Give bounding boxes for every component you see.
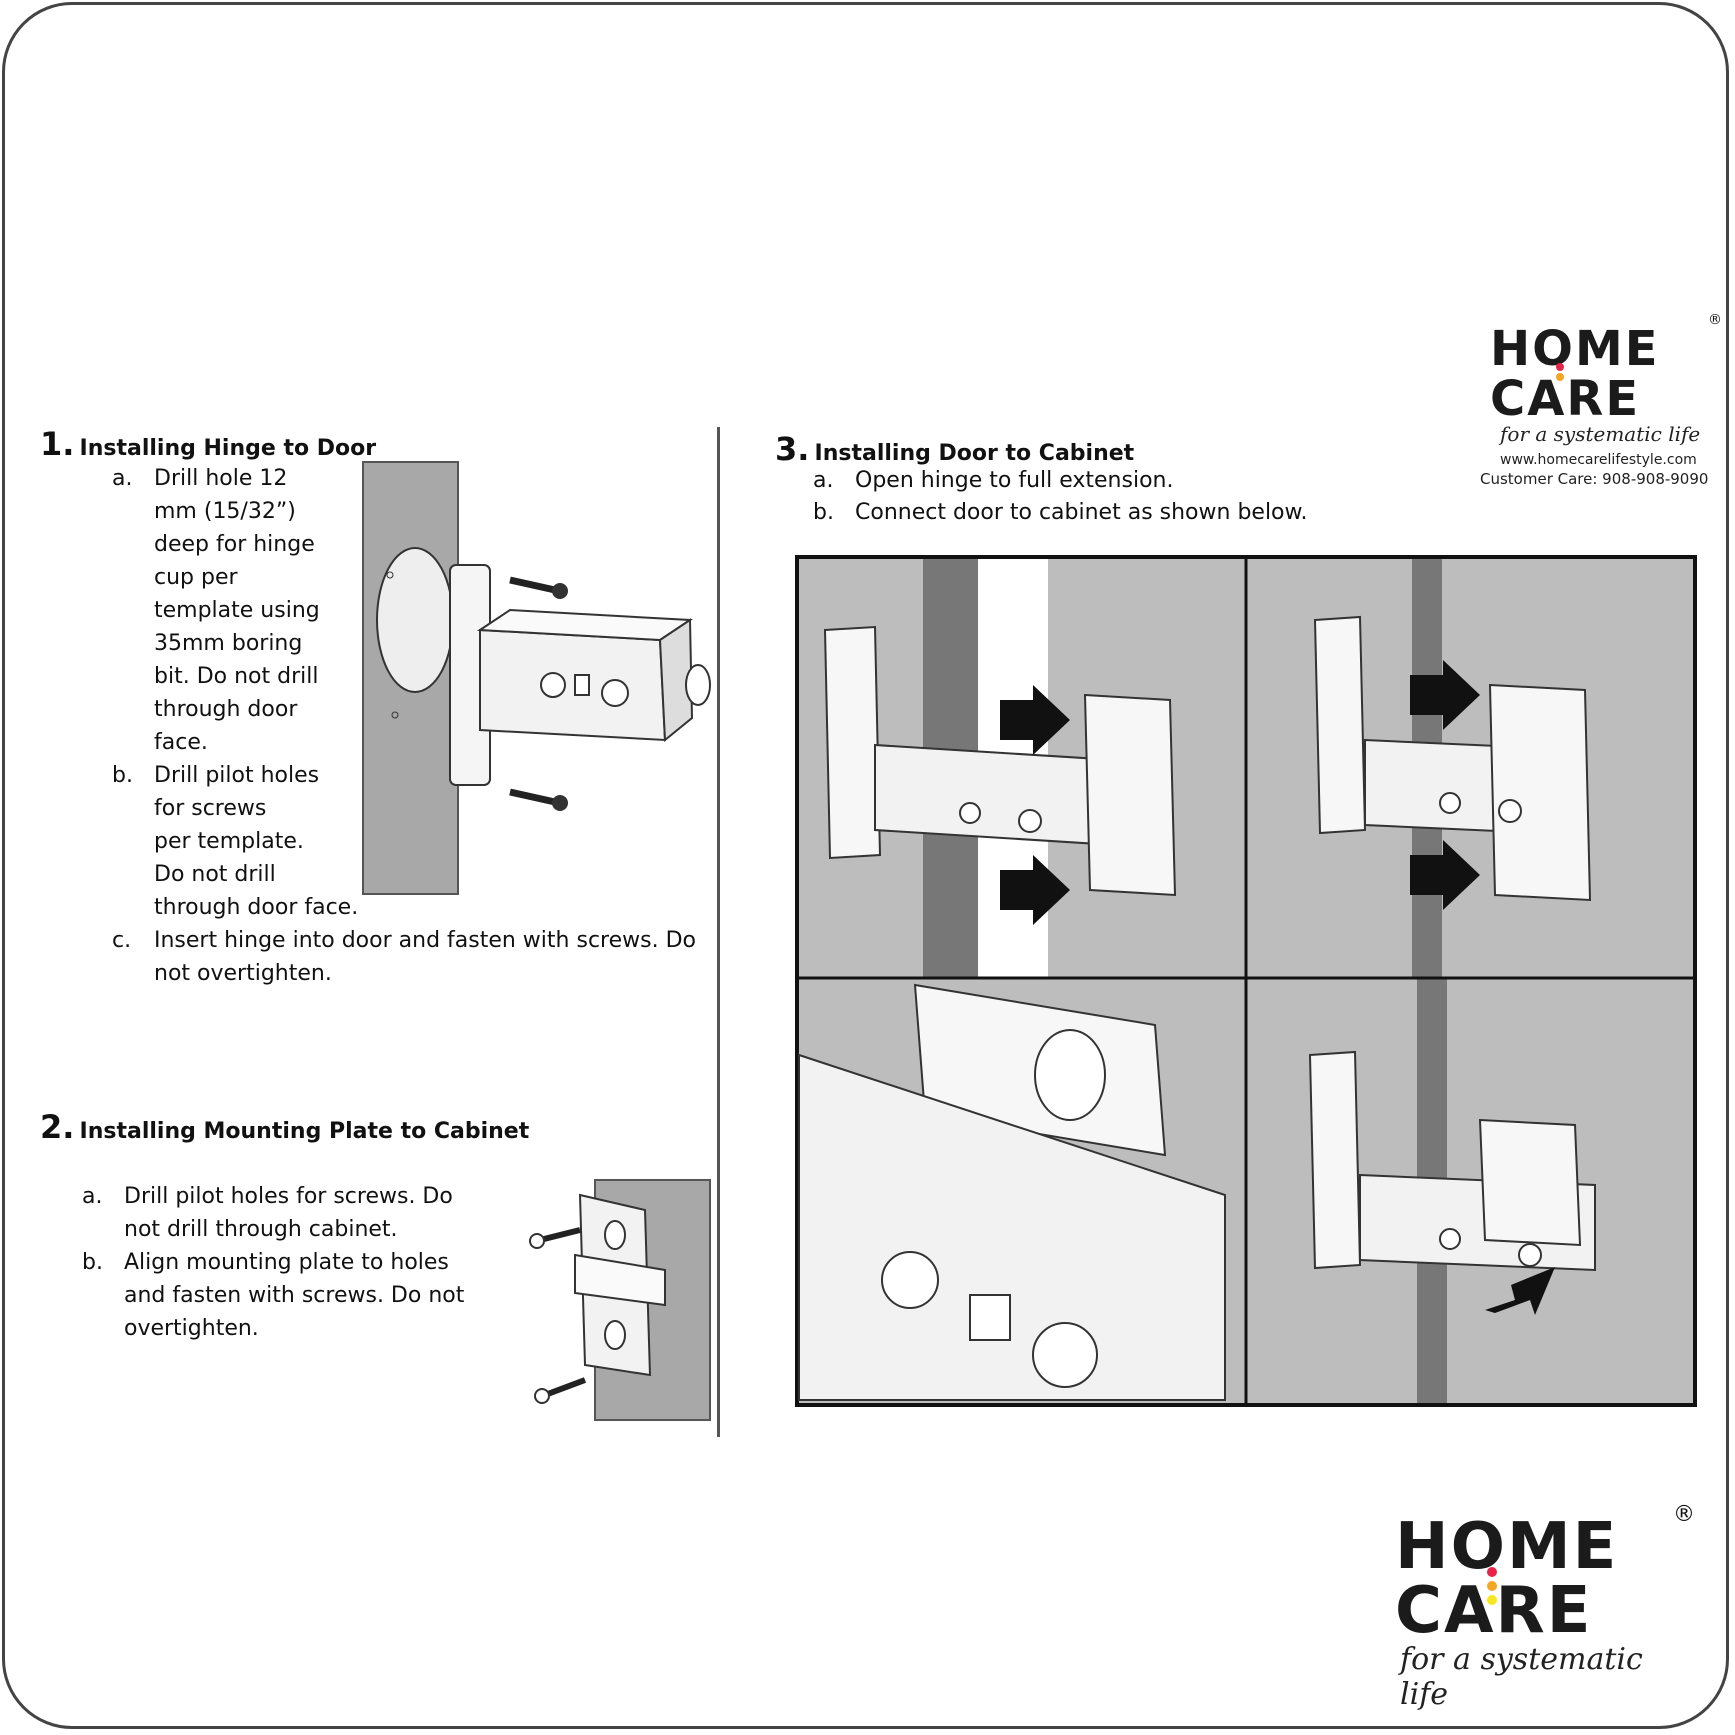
- arrow-pointer-icon: [1485, 1267, 1555, 1315]
- logo-customer-care: Customer Care: 908-908-9090: [1480, 470, 1709, 488]
- step-1a-marker: a.: [112, 466, 133, 491]
- panel-2: [1247, 559, 1693, 977]
- step-3a-marker: a.: [813, 468, 834, 493]
- step-2a-marker: a.: [82, 1184, 103, 1209]
- step-1a-line: 35mm boring: [154, 631, 303, 656]
- screw-icon: [509, 576, 568, 599]
- step-2b-marker: b.: [82, 1250, 103, 1275]
- step-3-number: 3.: [775, 430, 810, 468]
- step-1c-line: Insert hinge into door and fasten with s…: [154, 928, 696, 953]
- logo-website: www.homecarelifestyle.com: [1500, 452, 1697, 468]
- hinge-to-door-illustration: [362, 461, 711, 895]
- step-2a-line: not drill through cabinet.: [124, 1217, 398, 1242]
- step-1-heading: 1. Installing Hinge to Door: [40, 425, 376, 463]
- registered-mark: ®: [1673, 1502, 1695, 1527]
- step-1a-line: mm (15/32”): [154, 499, 296, 524]
- step-2-list: a. Drill pilot holes for screws. Do not d…: [82, 1180, 464, 1345]
- logo-tagline-large: for a systematic life: [1400, 1642, 1643, 1712]
- svg-text:HOME: HOME: [1490, 321, 1660, 377]
- logo-wordmark-large: HOME CARE: [1395, 1510, 1618, 1635]
- step-3-heading: 3. Installing Door to Cabinet: [775, 430, 1134, 468]
- step-1a-line: bit. Do not drill: [154, 664, 319, 689]
- brand-logo-small: ® HOME CARE for a systematic life www.ho…: [1480, 312, 1730, 490]
- step-1b-line: through door face.: [154, 895, 359, 920]
- step-1c-line: not overtighten.: [154, 961, 332, 986]
- step-1b-line: for screws: [154, 796, 267, 821]
- step-3b-line: Connect door to cabinet as shown below.: [855, 500, 1308, 525]
- step-1-number: 1.: [40, 425, 75, 463]
- step-1a-line: template using: [154, 598, 320, 623]
- step-1a-line: deep for hinge: [154, 532, 315, 557]
- logo-wordmark-small: HOME CARE: [1490, 321, 1660, 420]
- step-1b-line: Do not drill: [154, 862, 276, 887]
- step-1a-line: face.: [154, 730, 208, 755]
- step-1a-line: through door: [154, 697, 298, 722]
- arrow-right-icon: [1410, 840, 1480, 910]
- step-2b-line: Align mounting plate to holes: [124, 1250, 449, 1275]
- step-3-list: a. Open hinge to full extension. b. Connec…: [813, 465, 1307, 529]
- step-2-title: Installing Mounting Plate to Cabinet: [79, 1119, 530, 1144]
- step-1-title: Installing Hinge to Door: [79, 436, 377, 461]
- step-3-title: Installing Door to Cabinet: [814, 441, 1135, 466]
- svg-text:HOME: HOME: [1395, 1510, 1618, 1584]
- mounting-plate-illustration: [529, 1179, 711, 1421]
- column-divider: [717, 427, 720, 1437]
- brand-logo-large: ® HOME CARE for a systematic life: [1395, 1502, 1695, 1712]
- step-1c-marker: c.: [112, 928, 132, 953]
- door-to-cabinet-illustration: [795, 555, 1697, 1407]
- step-1b-line: per template.: [154, 829, 304, 854]
- svg-text:CARE: CARE: [1490, 371, 1640, 420]
- panel-3: [798, 979, 1245, 1403]
- screw-icon: [529, 1227, 581, 1249]
- arrow-right-icon: [1410, 660, 1480, 730]
- step-2b-line: and fasten with screws. Do not: [124, 1283, 465, 1308]
- step-3a-line: Open hinge to full extension.: [855, 468, 1174, 493]
- step-1-list: a. Drill hole 12 mm (15/32”) deep for hin…: [112, 462, 696, 990]
- step-1b-line: Drill pilot holes: [154, 763, 320, 788]
- step-2b-line: overtighten.: [124, 1316, 259, 1341]
- registered-mark: ®: [1708, 312, 1722, 328]
- arrow-right-icon: [1000, 685, 1070, 755]
- screw-icon: [509, 788, 568, 811]
- step-2-number: 2.: [40, 1108, 75, 1146]
- step-1b-marker: b.: [112, 763, 133, 788]
- step-3b-marker: b.: [813, 500, 834, 525]
- step-2a-line: Drill pilot holes for screws. Do: [124, 1184, 453, 1209]
- panel-4: [1247, 979, 1693, 1403]
- logo-tagline-small: for a systematic life: [1500, 422, 1701, 446]
- step-2-heading: 2. Installing Mounting Plate to Cabinet: [40, 1108, 529, 1146]
- arrow-right-icon: [1000, 855, 1070, 925]
- step-1a-line: Drill hole 12: [154, 466, 288, 491]
- screw-icon: [534, 1377, 587, 1404]
- panel-1: [799, 559, 1245, 977]
- step-1a-line: cup per: [154, 565, 238, 590]
